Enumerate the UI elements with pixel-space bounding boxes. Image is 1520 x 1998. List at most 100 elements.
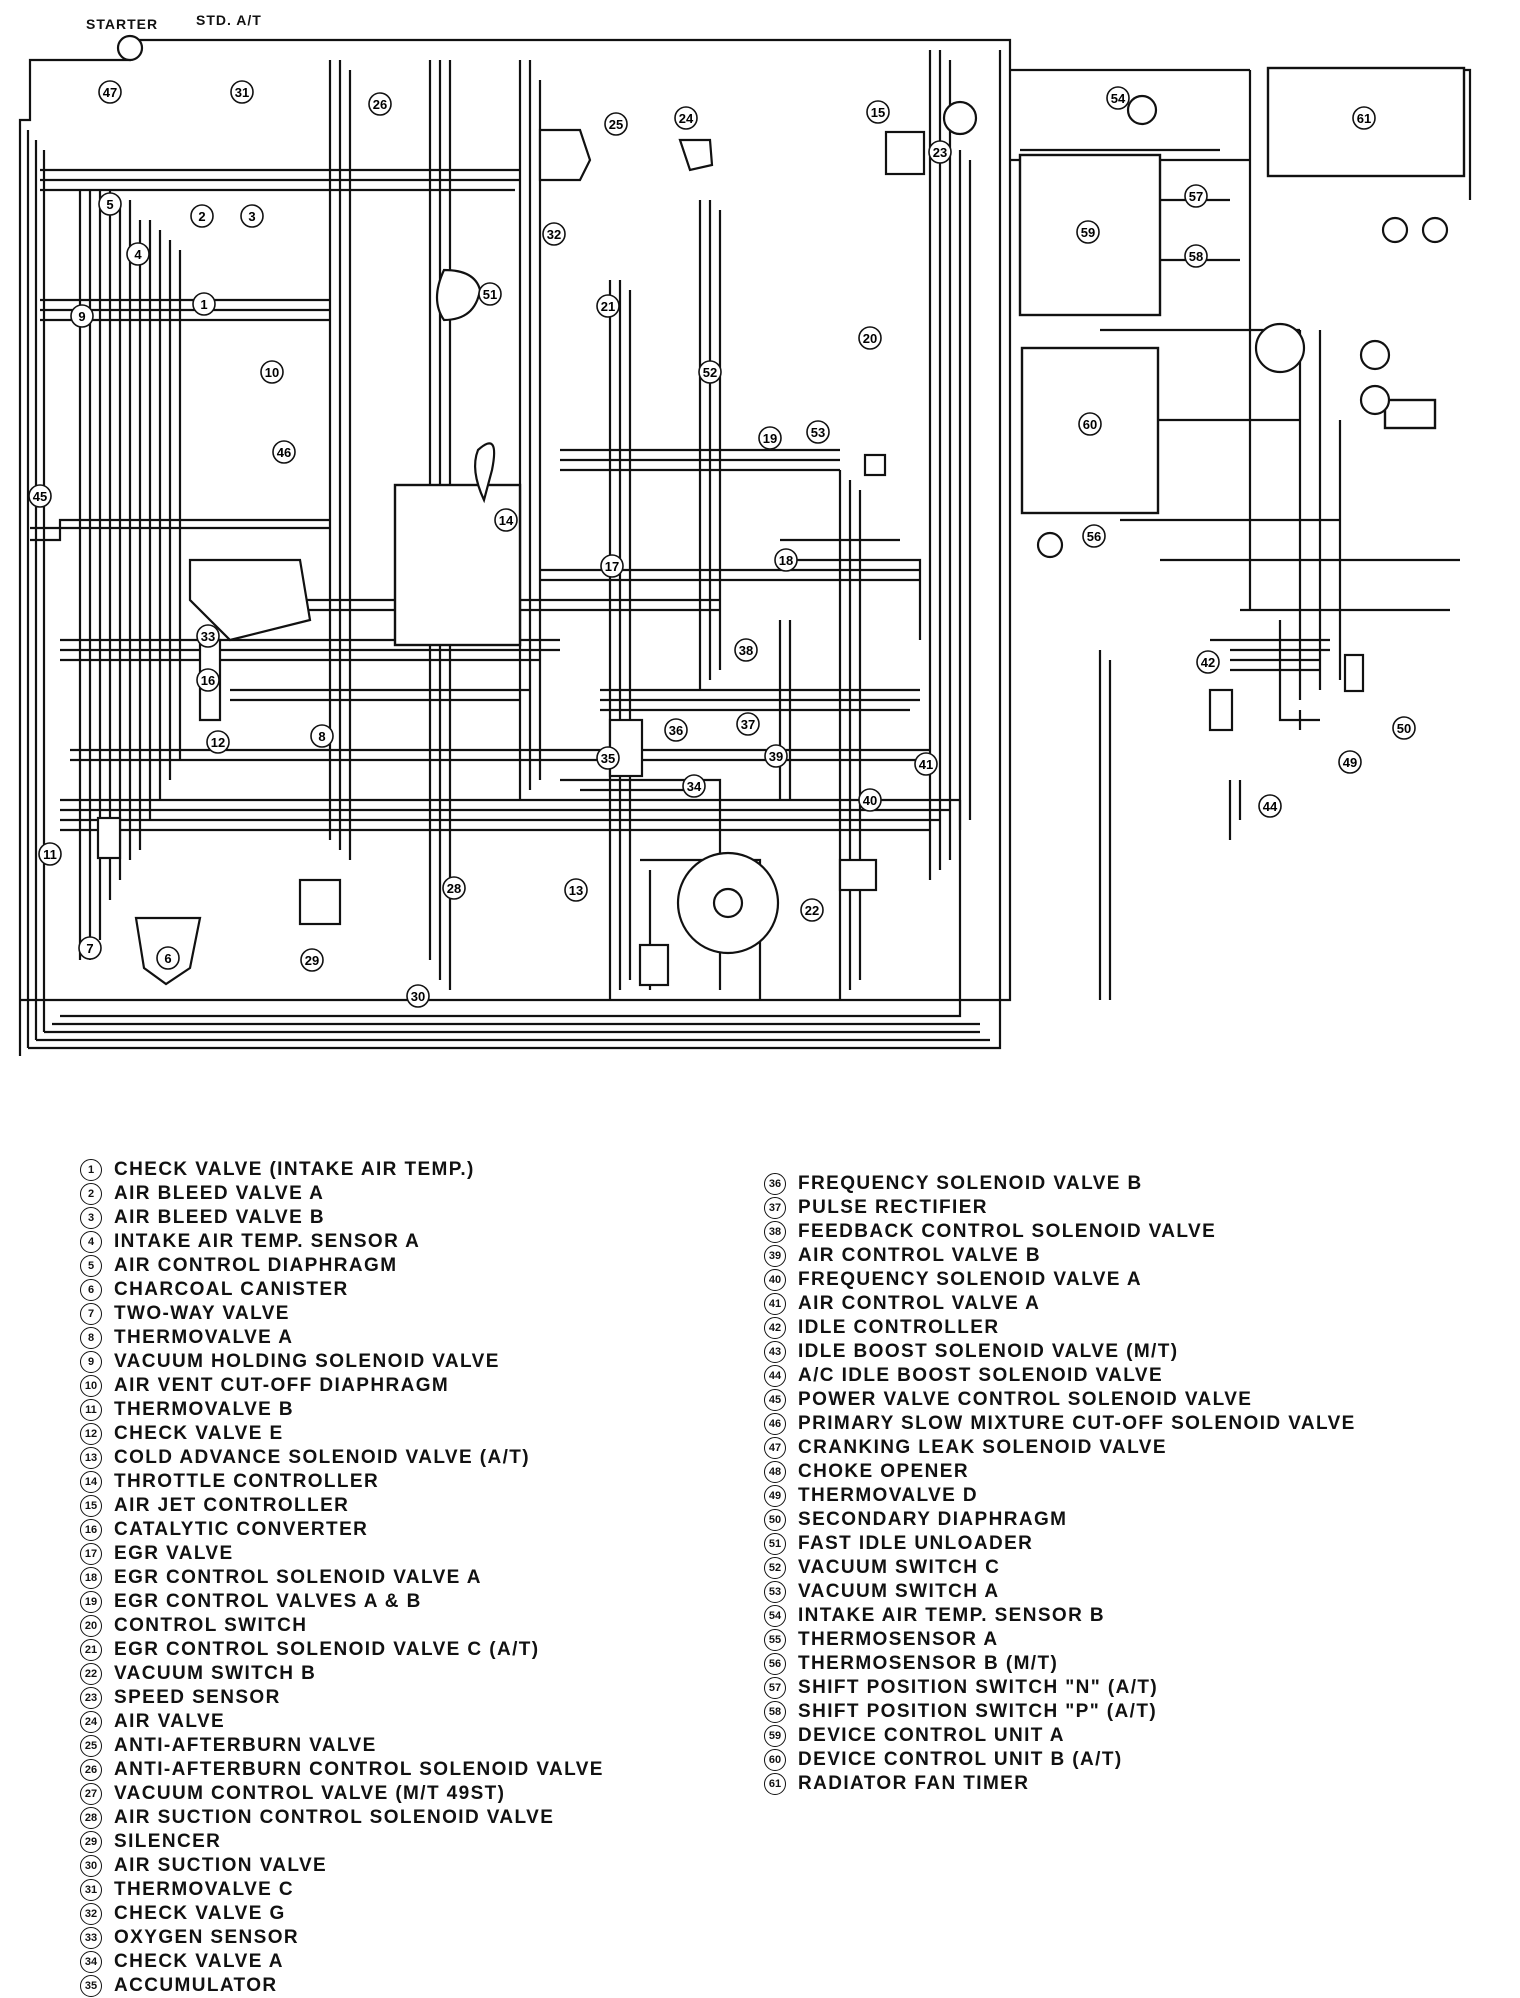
legend-item: 15 AIR JET CONTROLLER [80, 1494, 800, 1518]
legend-number: 33 [80, 1927, 102, 1949]
callout-label: 23 [933, 145, 947, 160]
callout-12: 12 [206, 730, 230, 754]
legend-number: 6 [80, 1279, 102, 1301]
callout-label: 12 [211, 735, 225, 750]
legend-number: 49 [764, 1485, 786, 1507]
legend-text: IDLE CONTROLLER [798, 1317, 1000, 1338]
legend-number: 5 [80, 1255, 102, 1277]
callout-label: 36 [669, 723, 683, 738]
legend-number: 50 [764, 1509, 786, 1531]
callout-52: 52 [698, 360, 722, 384]
callout-label: 3 [248, 209, 255, 224]
legend-text: VACUUM SWITCH C [798, 1557, 1001, 1578]
callout-58: 58 [1184, 244, 1208, 268]
callout-41: 41 [914, 752, 938, 776]
callout-label: 29 [305, 953, 319, 968]
callout-32: 32 [542, 222, 566, 246]
legend-text: VACUUM HOLDING SOLENOID VALVE [114, 1351, 500, 1372]
legend-number: 15 [80, 1495, 102, 1517]
legend-text: THERMOVALVE B [114, 1399, 295, 1420]
callout-label: 33 [201, 629, 215, 644]
callout-label: 40 [863, 793, 877, 808]
callout-24: 24 [674, 106, 698, 130]
legend-text: AIR SUCTION CONTROL SOLENOID VALVE [114, 1807, 555, 1828]
legend-text: THERMOVALVE A [114, 1327, 294, 1348]
callout-label: 35 [601, 751, 615, 766]
legend-text: TWO-WAY VALVE [114, 1303, 290, 1324]
callout-11: 11 [38, 842, 62, 866]
legend-text: DEVICE CONTROL UNIT B (A/T) [798, 1749, 1123, 1770]
legend-number: 31 [80, 1879, 102, 1901]
legend-number: 61 [764, 1773, 786, 1795]
callout-9: 9 [70, 304, 94, 328]
legend-text: EGR CONTROL SOLENOID VALVE A [114, 1567, 482, 1588]
legend-number: 19 [80, 1591, 102, 1613]
legend-number: 60 [764, 1749, 786, 1771]
callout-45: 45 [28, 484, 52, 508]
legend-number: 56 [764, 1653, 786, 1675]
callout-label: 8 [318, 729, 325, 744]
callout-label: 41 [919, 757, 933, 772]
legend-number: 30 [80, 1855, 102, 1877]
legend-text: CHECK VALVE (INTAKE AIR TEMP.) [114, 1159, 475, 1180]
legend-number: 3 [80, 1207, 102, 1229]
callout-label: 38 [739, 643, 753, 658]
legend-text: FEEDBACK CONTROL SOLENOID VALVE [798, 1221, 1217, 1242]
legend-number: 13 [80, 1447, 102, 1469]
legend-number: 54 [764, 1605, 786, 1627]
callout-label: 19 [763, 431, 777, 446]
legend-text: AIR CONTROL DIAPHRAGM [114, 1255, 398, 1276]
callout-label: 6 [164, 951, 171, 966]
legend-text: AIR JET CONTROLLER [114, 1495, 350, 1516]
callout-label: 25 [609, 117, 623, 132]
callout-label: 11 [43, 847, 57, 862]
callout-label: 4 [134, 247, 142, 262]
legend-text: INTAKE AIR TEMP. SENSOR A [114, 1231, 421, 1252]
callout-label: 34 [687, 779, 702, 794]
callout-label: 16 [201, 673, 215, 688]
legend-number: 37 [764, 1197, 786, 1219]
callout-16: 16 [196, 668, 220, 692]
legend-text: CRANKING LEAK SOLENOID VALVE [798, 1437, 1167, 1458]
legend-number: 53 [764, 1581, 786, 1603]
callout-label: 30 [411, 989, 425, 1004]
legend-text: PULSE RECTIFIER [798, 1197, 988, 1218]
callout-label: 17 [605, 559, 619, 574]
legend-number: 14 [80, 1471, 102, 1493]
callout-label: 37 [741, 717, 755, 732]
callout-34: 34 [682, 774, 706, 798]
callout-label: 1 [200, 297, 207, 312]
callout-33: 33 [196, 624, 220, 648]
legend-text: SHIFT POSITION SWITCH "P" (A/T) [798, 1701, 1158, 1722]
legend-text: AIR BLEED VALVE B [114, 1207, 325, 1228]
legend-text: IDLE BOOST SOLENOID VALVE (M/T) [798, 1341, 1179, 1362]
legend-number: 25 [80, 1735, 102, 1757]
callout-label: 13 [569, 883, 583, 898]
legend-text: CHECK VALVE G [114, 1903, 286, 1924]
legend-text: FAST IDLE UNLOADER [798, 1533, 1034, 1554]
legend-text: AIR VALVE [114, 1711, 226, 1732]
callout-label: 50 [1397, 721, 1411, 736]
callout-36: 36 [664, 718, 688, 742]
std-at-label: STD. A/T [196, 12, 262, 28]
callout-38: 38 [734, 638, 758, 662]
legend-item: 5 AIR CONTROL DIAPHRAGM [80, 1254, 800, 1278]
